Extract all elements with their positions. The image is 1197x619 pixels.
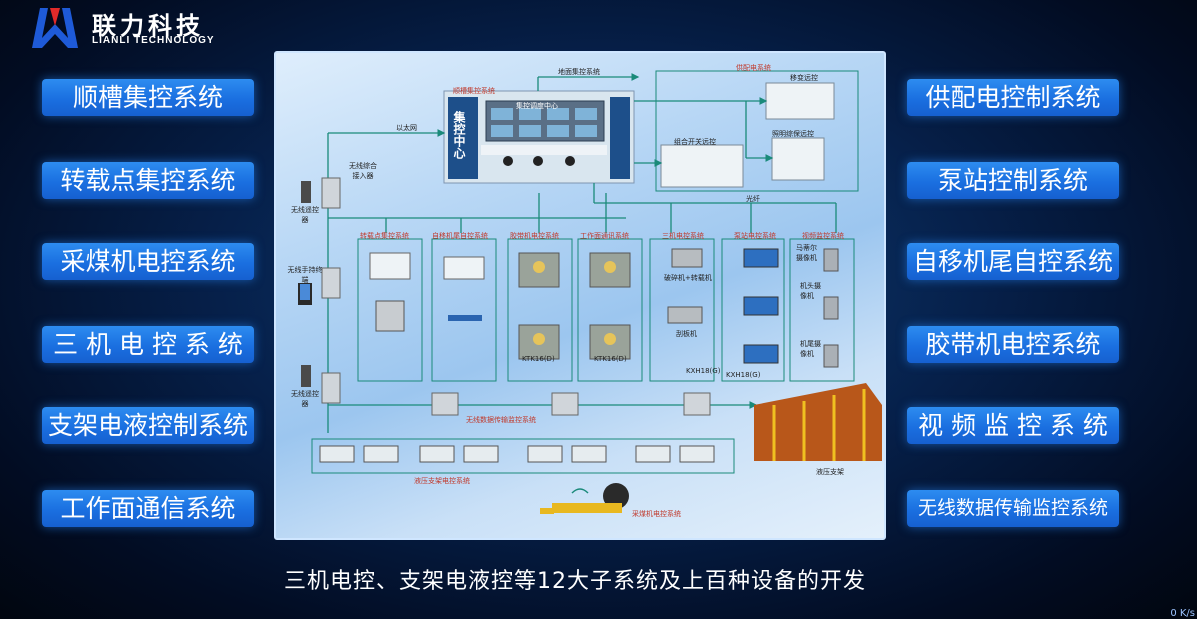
video-caption: 三机电控、支架电液控等12大子系统及上百种设备的开发 (284, 569, 866, 594)
right-system-2[interactable]: 泵站控制系统 (907, 162, 1119, 199)
label-subsystem-1: 转载点集控系统 (360, 232, 409, 240)
label-camera-tail: 机尾摄像机 (800, 340, 821, 358)
left-system-1[interactable]: 顺槽集控系统 (42, 79, 254, 116)
label-crusher: 破碎机+转载机 (664, 274, 712, 282)
diagram-lines (298, 70, 882, 514)
label-kxh-1: KXH18(G) (686, 367, 721, 375)
label-subsystem-6: 泵站电控系统 (734, 232, 776, 240)
right-system-1[interactable]: 供配电控制系统 (907, 79, 1119, 116)
label-remote-2: 无线遥控器 (291, 390, 319, 408)
label-power-system: 供配电系统 (736, 64, 771, 72)
label-handheld: 无线手持终端 (287, 266, 323, 284)
right-system-3[interactable]: 自移机尾自控系统 (907, 243, 1119, 280)
label-lighting: 照明综保远控 (772, 130, 814, 138)
label-center-room: 集控调度中心 (516, 102, 558, 110)
right-system-4[interactable]: 胶带机电控系统 (907, 326, 1119, 363)
label-fiber: 光纤 (746, 195, 760, 203)
label-wireless-access: 无线综合接入器 (349, 162, 377, 180)
label-camera-horse: 马蒂尔摄像机 (796, 244, 817, 262)
label-wireless-data: 无线数据传输监控系统 (466, 416, 536, 424)
label-hydraulic-support: 液压支架 (816, 468, 844, 476)
right-system-5[interactable]: 视 频 监 控 系 统 (907, 407, 1119, 444)
label-subsystem-4: 工作面通讯系统 (580, 232, 629, 240)
brand-name-en: LIANLI TECHNOLOGY (92, 35, 215, 46)
label-camera-head: 机头摄像机 (800, 282, 821, 300)
label-remote-1: 无线遥控器 (291, 206, 319, 224)
label-subsystem-3: 胶带机电控系统 (510, 232, 559, 240)
label-subsystem-2: 自移机尾自控系统 (432, 232, 488, 240)
right-system-6[interactable]: 无线数据传输监控系统 (907, 490, 1119, 527)
left-system-3[interactable]: 采煤机电控系统 (42, 243, 254, 280)
label-support-control: 液压支架电控系统 (414, 477, 470, 485)
label-ktk-1: KTK16(D) (522, 355, 555, 363)
label-kxh-2: KXH18(G) (726, 371, 761, 379)
system-diagram: 顺槽集控系统 集控调度中心 集控中心 地面集控系统 以太网 光纤 供配电系统 移… (274, 51, 886, 540)
label-mobile-substation: 移变远控 (790, 74, 818, 82)
label-ktk-2: KTK16(D) (594, 355, 627, 363)
label-subsystem-5: 三机电控系统 (662, 232, 704, 240)
left-system-6[interactable]: 工作面通信系统 (42, 490, 254, 527)
lianli-logo-icon (32, 8, 78, 48)
label-subsystem-7: 视频监控系统 (802, 232, 844, 240)
label-ground-link: 地面集控系统 (558, 68, 600, 76)
label-shearer: 采煤机电控系统 (632, 510, 681, 518)
label-combo-switch: 组合开关远控 (674, 138, 716, 146)
label-center-title: 顺槽集控系统 (453, 87, 495, 95)
left-system-2[interactable]: 转载点集控系统 (42, 162, 254, 199)
label-ethernet: 以太网 (396, 124, 417, 132)
network-speed: 0 K/s (1170, 608, 1195, 619)
brand-name-cn: 联力科技 (92, 12, 204, 40)
label-center-banner: 集控中心 (452, 111, 466, 159)
label-scraper: 刮板机 (676, 330, 697, 338)
left-system-5[interactable]: 支架电液控制系统 (42, 407, 254, 444)
left-system-4[interactable]: 三 机 电 控 系 统 (42, 326, 254, 363)
brand-logo: 联力科技 LIANLI TECHNOLOGY (28, 4, 228, 50)
